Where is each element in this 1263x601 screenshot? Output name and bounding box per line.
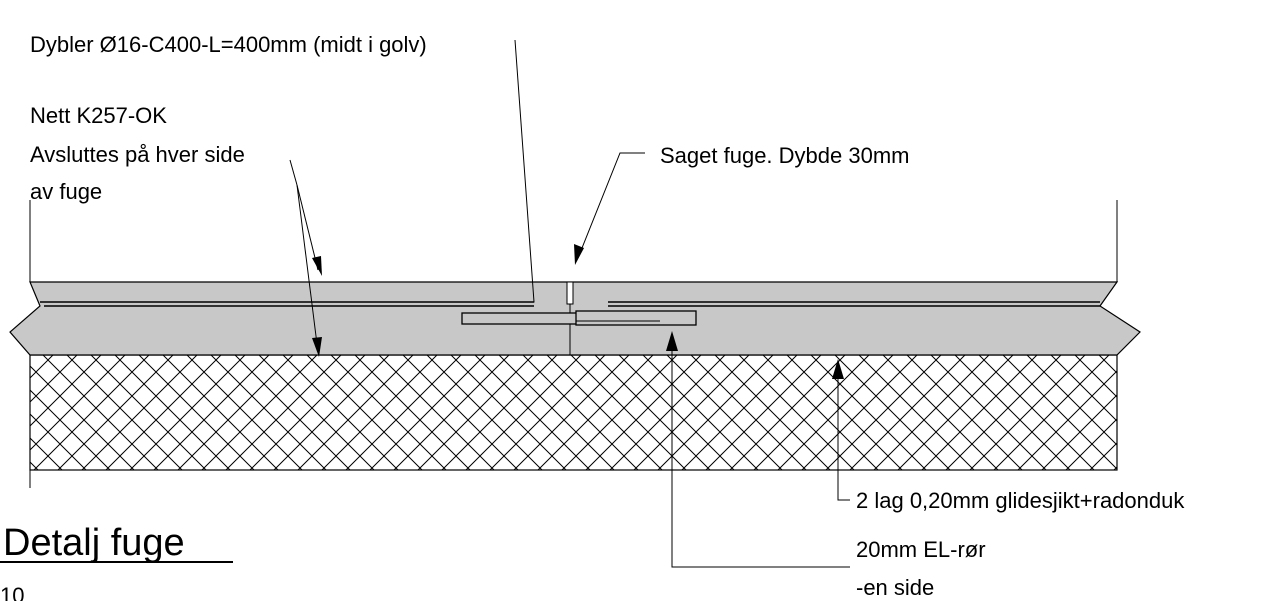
saw-cut [566, 281, 574, 305]
mesh-arrow-upper [312, 256, 322, 276]
mesh-leader-lower [296, 184, 319, 353]
insulation-layer [29, 354, 1118, 471]
sliding-layer-label: 2 lag 0,20mm glidesjikt+radonduk [856, 488, 1185, 513]
scale-label: 10 [0, 583, 24, 601]
saw-joint-arrow [574, 244, 584, 265]
dowel-leader [514, 39, 535, 303]
saw-joint-leader [577, 152, 645, 259]
mesh-label-line2: Avsluttes på hver side [30, 142, 245, 167]
mesh-text-tick [289, 159, 298, 186]
sliding-layer-leader [837, 366, 850, 501]
saw-joint-label: Saget fuge. Dybde 30mm [660, 143, 909, 168]
conduit-leader [671, 337, 850, 568]
mesh-label-line3: av fuge [30, 179, 102, 204]
mesh-arrow-lower [312, 337, 322, 357]
mesh-label-line1: Nett K257-OK [30, 103, 167, 128]
conduit-label-line1: 20mm EL-rør [856, 537, 986, 562]
conduit-arrow [666, 331, 678, 351]
detail-title: Detalj fuge [3, 522, 185, 564]
conduit-label-line2: -en side [856, 575, 934, 600]
conduit-pipe [575, 310, 697, 326]
dowel-label: Dybler Ø16-C400-L=400mm (midt i golv) [30, 32, 427, 57]
sliding-layer-arrow [832, 359, 844, 379]
mesh-leader-upper [296, 184, 319, 271]
